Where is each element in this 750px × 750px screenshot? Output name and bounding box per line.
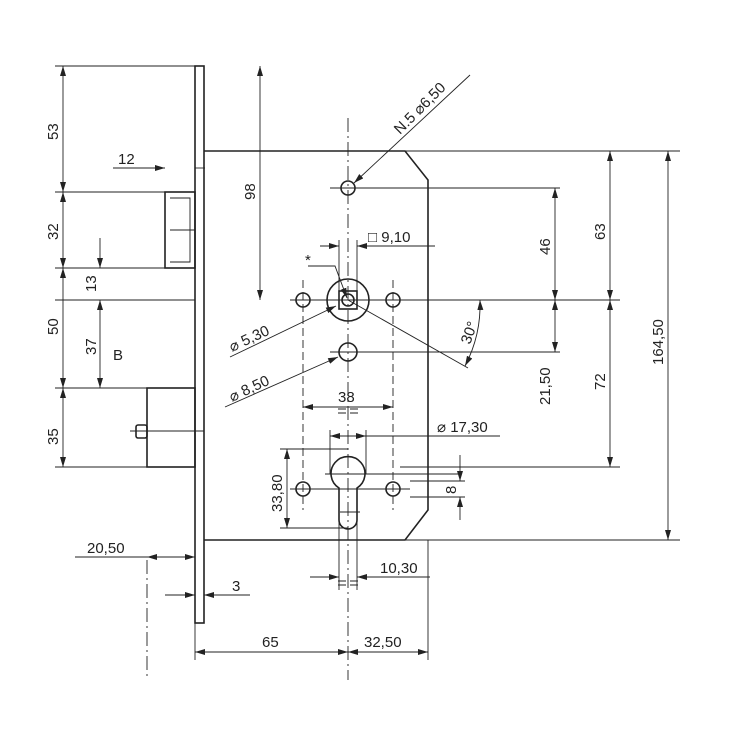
equal-marks (338, 408, 358, 586)
hole-axes (290, 187, 560, 513)
label-32: 32 (45, 223, 62, 240)
deadbolt (130, 387, 204, 468)
label-d1730: ⌀ 17,30 (437, 419, 488, 436)
label-53: 53 (45, 123, 62, 140)
label-3380: 33,80 (269, 474, 286, 512)
label-13: 13 (83, 275, 100, 292)
latch (164, 191, 196, 269)
label-65: 65 (262, 634, 279, 651)
label-16450: 164,50 (650, 319, 667, 365)
label-2150: 21,50 (537, 367, 554, 405)
label-98: 98 (242, 183, 259, 200)
label-star: * (305, 252, 311, 269)
label-d850: ⌀ 8,50 (227, 372, 273, 405)
extension-lines (55, 65, 680, 660)
label-12: 12 (118, 151, 135, 168)
center-lines (146, 118, 394, 680)
label-d530: ⌀ 5,30 (227, 322, 273, 355)
label-35: 35 (45, 428, 62, 445)
faceplate (194, 65, 205, 624)
label-37: 37 (83, 338, 100, 355)
label-46: 46 (537, 238, 554, 255)
label-38: 38 (338, 389, 355, 406)
label-50: 50 (45, 318, 62, 335)
label-3: 3 (232, 578, 240, 595)
label-angle: 30° (458, 319, 482, 346)
label-1030: 10,30 (380, 560, 418, 577)
label-2050: 20,50 (87, 540, 125, 557)
label-72: 72 (592, 373, 609, 390)
label-b: B (113, 347, 123, 364)
dimension-labels: 53 12 32 13 50 37 B 35 98 N.5 ⌀6,50 □ 9,… (45, 79, 667, 651)
dimension-lines (60, 66, 671, 655)
label-square: □ 9,10 (368, 229, 410, 246)
label-8: 8 (443, 486, 460, 494)
label-screw-holes: N.5 ⌀6,50 (391, 79, 450, 138)
label-63: 63 (592, 223, 609, 240)
label-3250: 32,50 (364, 634, 402, 651)
